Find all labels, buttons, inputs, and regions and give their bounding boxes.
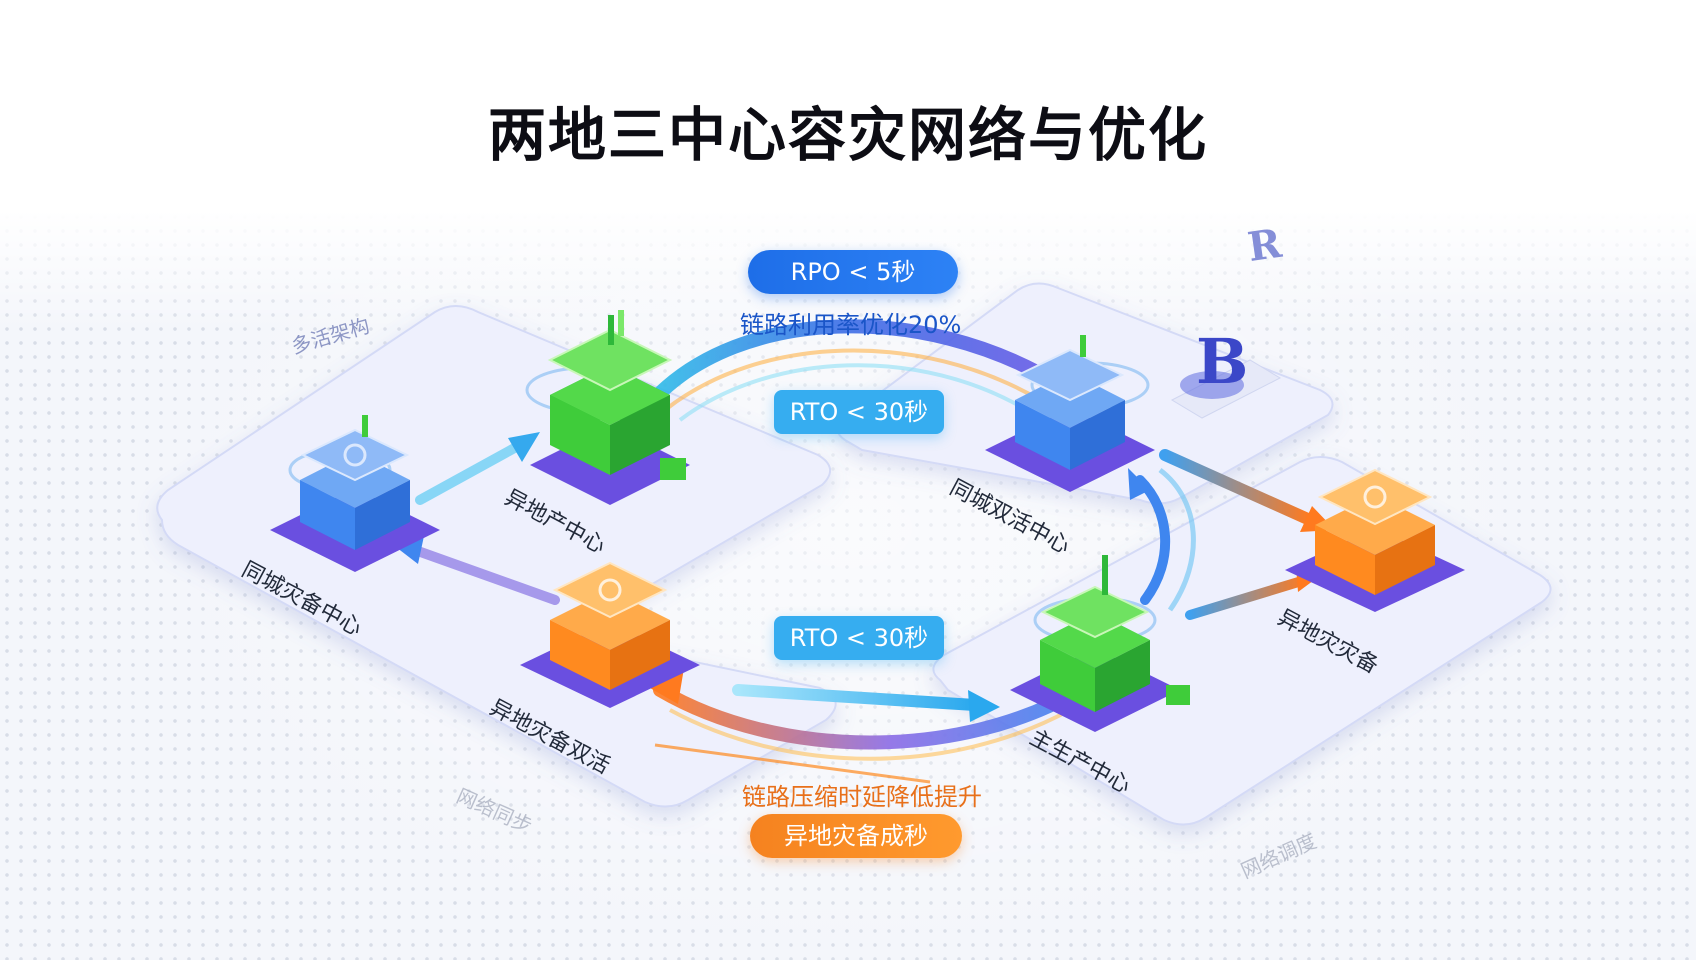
badge-rpo: RPO < 5秒 (748, 250, 958, 294)
badge-rto-bottom: RTO < 30秒 (774, 616, 944, 660)
link-arrow-left-down (410, 545, 560, 605)
link-arrow-right-bottom (1185, 575, 1310, 620)
corner-logo-icon: R (1244, 219, 1285, 272)
page-title: 两地三中心容灾网络与优化 (487, 101, 1208, 169)
link-arc-top (648, 319, 1067, 405)
server-stack-green-right (1010, 555, 1190, 732)
link-note-bottom: 链路压缩时延降低提升 (742, 783, 982, 811)
server-stack-orange-right (1285, 468, 1465, 612)
link-arrow-vertical (1135, 475, 1170, 605)
server-stack-orange-left (520, 561, 700, 708)
link-note-top: 链路利用率优化20% (740, 311, 962, 339)
link-arc-bottom (653, 683, 1087, 750)
server-stack-green-top (530, 310, 690, 505)
badge-rto-top: RTO < 30秒 (774, 390, 944, 434)
link-arrow-right-top (1159, 449, 1316, 526)
link-arrow-bottom-blue (732, 684, 981, 711)
server-stack-blue-left (270, 415, 440, 572)
badge-remote-switch: 异地灾备成秒 (750, 814, 962, 858)
brand-logo-icon: B (1196, 325, 1249, 398)
brand-tile (1170, 359, 1282, 419)
server-stack-blue-right (985, 335, 1155, 492)
link-arrow-left-up (415, 440, 525, 505)
bottom-note-underline (654, 743, 931, 784)
